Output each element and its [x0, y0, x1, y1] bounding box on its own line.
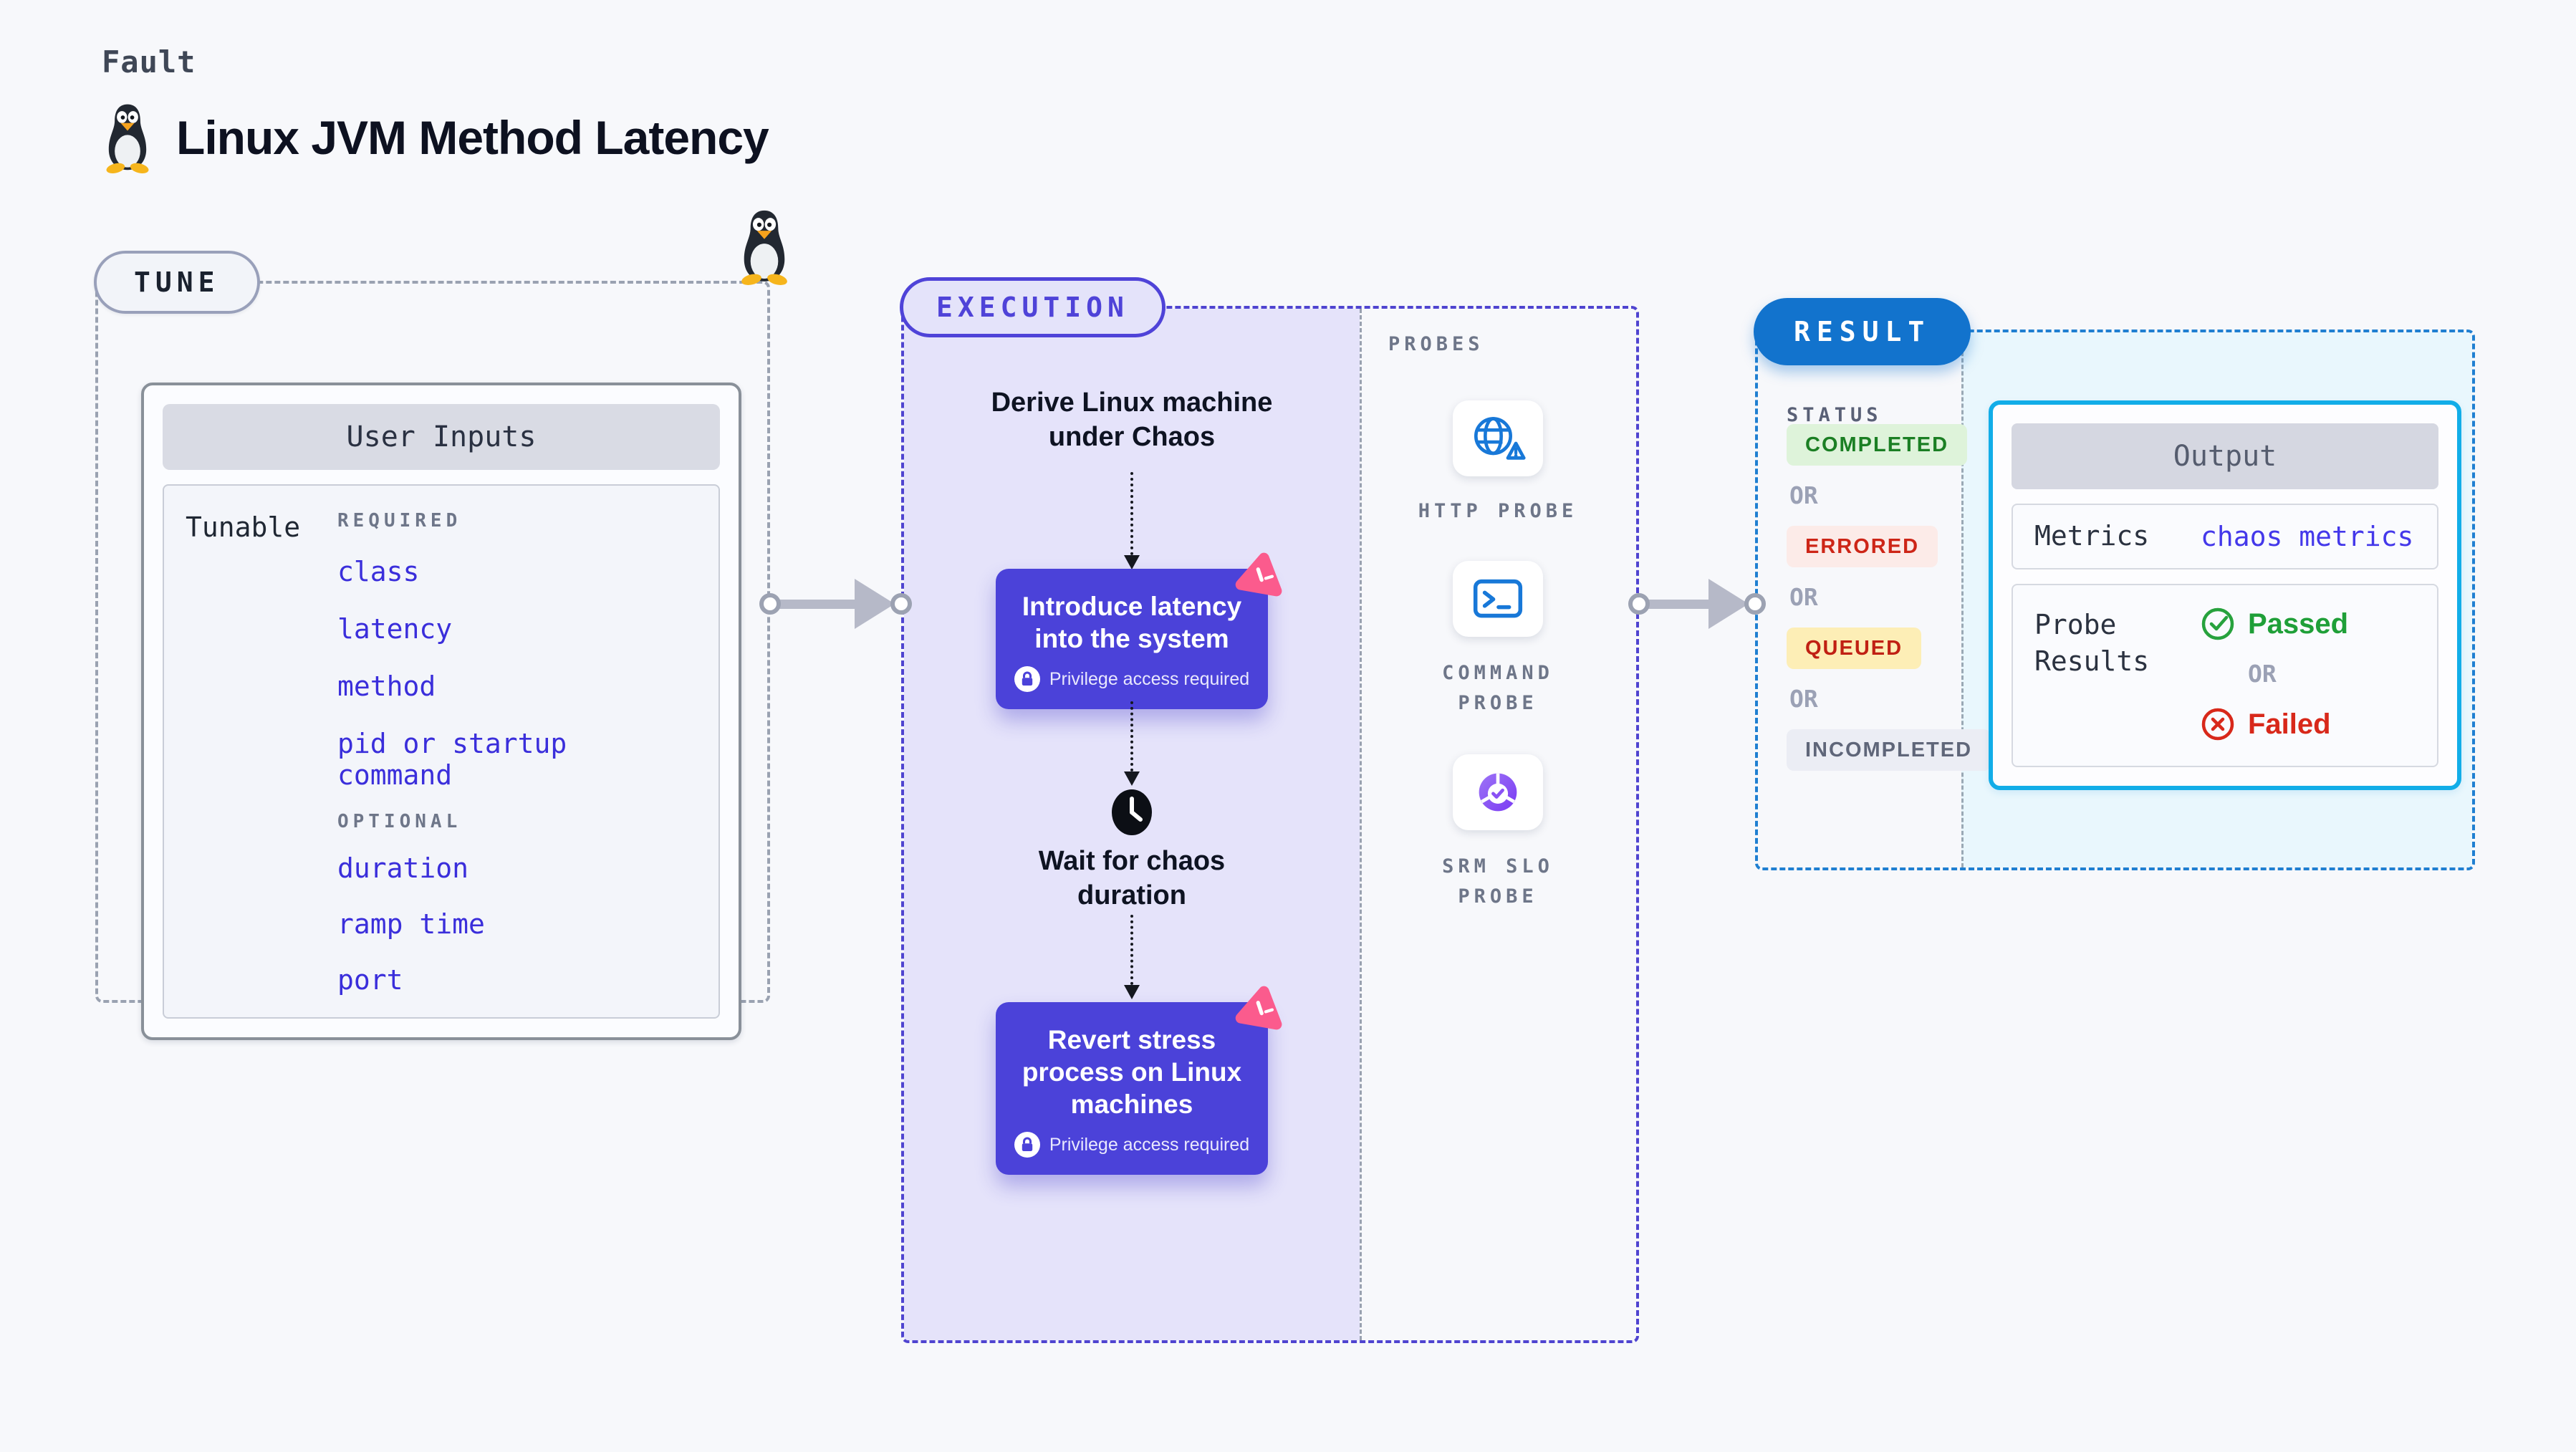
arrow-head-icon: [1708, 579, 1749, 629]
failed-text: Failed: [2248, 708, 2331, 740]
linux-penguin-icon: [99, 102, 156, 173]
flow-connector: [1123, 701, 1140, 786]
step-wait-duration: Wait for chaos duration: [1038, 846, 1226, 910]
revert-stress-text: Revert stress process on Linux machines: [1022, 1025, 1242, 1120]
tunable-item-method: method: [337, 670, 436, 702]
metrics-label: Metrics: [2034, 520, 2150, 552]
required-group-label: REQUIRED: [337, 510, 462, 532]
result-section: RESULT STATUS COMPLETED OR ERRORED OR QU…: [1754, 298, 2475, 870]
arrow-head-icon: [855, 579, 895, 629]
chaos-ribbon-icon: [1234, 982, 1288, 1037]
tunable-item-port: port: [337, 964, 403, 996]
status-badge-incompleted: INCOMPLETED: [1787, 729, 1991, 771]
srm-slo-probe-card: [1453, 754, 1543, 830]
probe-results-label: Probe Results: [2034, 609, 2150, 678]
tunable-item-class: class: [337, 556, 420, 587]
passed-line: Passed: [2201, 607, 2348, 641]
http-probe-label: HTTP PROBE: [1418, 500, 1578, 522]
introduce-latency-text: Introduce latency into the system: [1022, 592, 1242, 654]
arrow-shaft: [1647, 599, 1711, 609]
connector-arrowhead-icon: [1124, 771, 1140, 786]
execution-section: EXECUTION PROBES Derive Linux machine un…: [900, 277, 1639, 1343]
flow-connector: [1123, 472, 1140, 569]
lock-icon: [1014, 666, 1040, 693]
connector-node-icon: [1628, 593, 1650, 615]
status-stack: COMPLETED OR ERRORED OR QUEUED OR INCOMP…: [1787, 424, 1991, 771]
or-separator: OR: [1789, 481, 1818, 509]
wait-clock-icon: [1109, 787, 1155, 841]
step-revert-stress: Revert stress process on Linux machines …: [996, 986, 1282, 1175]
globe-alert-icon: [1474, 416, 1526, 460]
tunable-item-latency: latency: [337, 613, 453, 645]
arrow-shaft: [778, 599, 857, 609]
privilege-note-text: Privilege access required: [1049, 668, 1250, 689]
tune-badge: TUNE: [94, 251, 260, 314]
status-title: STATUS: [1787, 404, 1883, 426]
connector-arrowhead-icon: [1124, 555, 1140, 569]
arrow-execution-to-result: [1628, 578, 1766, 630]
privilege-note: Privilege access required: [1011, 666, 1252, 693]
tunable-item-ramp-time: ramp time: [337, 908, 485, 940]
page-title: Linux JVM Method Latency: [176, 111, 769, 164]
probe-results-row: Probe Results Passed OR: [2012, 584, 2438, 767]
tunable-label: Tunable: [186, 511, 301, 543]
chaos-ribbon-icon: [1234, 549, 1288, 603]
status-badge-queued: QUEUED: [1787, 628, 1922, 669]
tune-section: TUNE User Inputs Tunable REQUIRED class: [94, 210, 787, 1040]
privilege-note-text: Privilege access required: [1049, 1134, 1250, 1155]
metrics-value-link: chaos metrics: [2201, 521, 2414, 552]
flow-connector: [1123, 915, 1140, 999]
connector-node-icon: [759, 593, 781, 615]
step-introduce-latency: Introduce latency into the system Privil…: [996, 552, 1282, 710]
slo-donut-icon: [1479, 773, 1517, 812]
probes-divider: [1360, 309, 1362, 1340]
command-probe-card: [1453, 561, 1543, 637]
status-badge-errored: ERRORED: [1787, 526, 1938, 567]
tunable-item-pid: pid or startup command: [337, 728, 567, 791]
failed-line: Failed: [2201, 707, 2348, 741]
user-inputs-title: User Inputs: [163, 404, 720, 470]
terminal-icon: [1473, 580, 1523, 618]
connector-node-icon: [890, 593, 912, 615]
x-circle-icon: [2201, 708, 2234, 741]
user-inputs-card: User Inputs Tunable REQUIRED class laten…: [141, 383, 741, 1040]
user-inputs-body: Tunable REQUIRED class latency method pi…: [163, 484, 720, 1019]
or-separator: OR: [1789, 685, 1818, 713]
page-title-row: Linux JVM Method Latency: [99, 102, 769, 173]
privilege-note: Privilege access required: [1011, 1132, 1252, 1158]
check-circle-icon: [2201, 607, 2234, 640]
tux-corner-icon: [734, 208, 794, 289]
tunable-items: REQUIRED class latency method pid or sta…: [337, 510, 697, 996]
execution-flow-column: Derive Linux machine under Chaos Introdu…: [904, 309, 1360, 1340]
connector-arrowhead-icon: [1124, 985, 1140, 999]
http-probe-card: [1453, 400, 1543, 476]
connector-node-icon: [1744, 593, 1766, 615]
step-derive-machine: Derive Linux machine under Chaos: [991, 388, 1273, 452]
output-title: Output: [2012, 423, 2438, 489]
fault-kicker: Fault: [102, 44, 196, 80]
arrow-tune-to-execution: [759, 578, 912, 630]
status-badge-completed: COMPLETED: [1787, 424, 1968, 466]
metrics-row: Metrics chaos metrics: [2012, 504, 2438, 569]
probes-title: PROBES: [1388, 333, 1484, 355]
tunable-item-duration: duration: [337, 852, 469, 884]
result-badge: RESULT: [1754, 298, 1971, 365]
probe-results-values: Passed OR Failed: [2201, 607, 2348, 741]
or-separator: OR: [2248, 660, 2277, 688]
passed-text: Passed: [2248, 607, 2349, 640]
or-separator: OR: [1789, 583, 1818, 611]
execution-badge: EXECUTION: [900, 277, 1166, 337]
lock-icon: [1014, 1132, 1040, 1158]
status-output-divider: [1961, 332, 1964, 867]
optional-group-label: OPTIONAL: [337, 811, 462, 832]
output-panel: Output Metrics chaos metrics Probe Resul…: [1989, 400, 2461, 790]
